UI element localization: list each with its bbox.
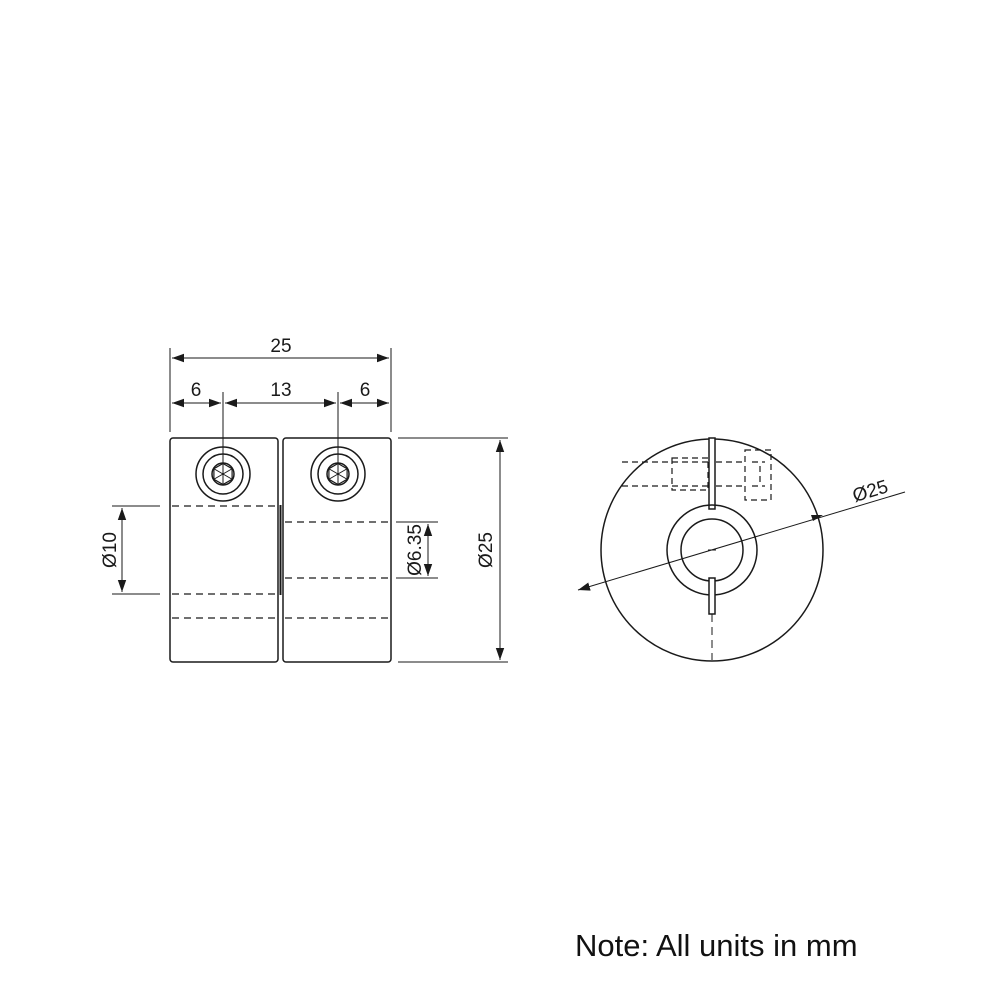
- left-bore-hidden-lines: [172, 505, 276, 619]
- label-outer-diameter-end: Ø25: [850, 476, 890, 507]
- right-hub-body: [282, 437, 392, 663]
- top-slot: [708, 437, 716, 510]
- left-screw-icon: [195, 446, 251, 502]
- side-view: [112, 348, 508, 663]
- dim-line-outer-diameter-end: [577, 491, 906, 591]
- label-center-span: 13: [270, 380, 291, 401]
- bore-left-extension-lines: [112, 505, 160, 595]
- label-right-hub: 6: [360, 380, 371, 401]
- hidden-screw-lines: [622, 449, 772, 501]
- leader-arrow: [811, 515, 823, 521]
- right-bore-hidden-lines: [285, 521, 389, 619]
- label-bore-right: Ø6.35: [405, 524, 426, 576]
- label-overall-length: 25: [270, 336, 291, 357]
- units-note: Note: All units in mm: [575, 928, 858, 963]
- bore-right-extension-lines: [396, 521, 438, 579]
- label-left-hub: 6: [191, 380, 202, 401]
- left-hub-body: [169, 437, 279, 663]
- top-extension-lines: [169, 348, 392, 470]
- label-bore-left: Ø10: [100, 532, 121, 568]
- outer-diameter-extension-lines: [398, 437, 508, 663]
- end-view: [577, 437, 906, 662]
- bottom-slot: [708, 577, 716, 615]
- label-outer-diameter-side: Ø25: [476, 532, 497, 568]
